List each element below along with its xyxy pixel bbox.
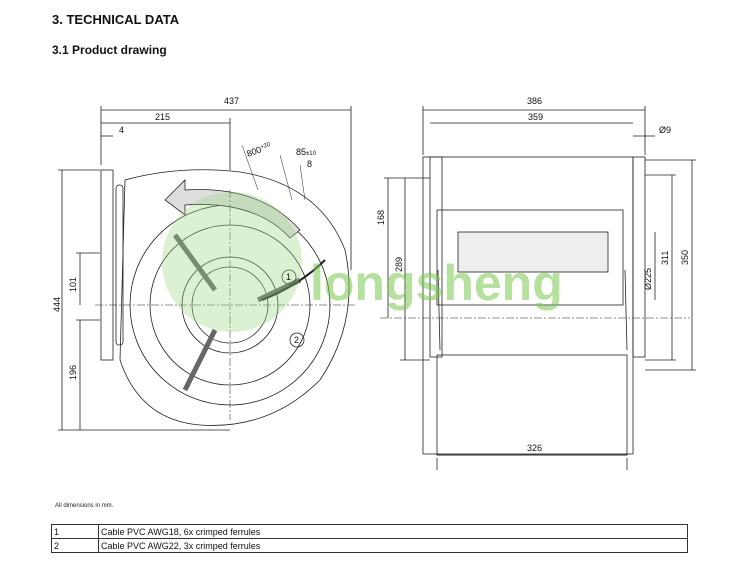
callout-2: 2 [294, 335, 299, 345]
dim-cable-leaders [241, 144, 306, 201]
table-row: 1 Cable PVC AWG18, 6x crimped ferrules [51, 524, 688, 539]
table-row: 2 Cable PVC AWG22, 3x crimped ferrules [51, 538, 688, 553]
dim-386-lines [422, 106, 646, 155]
dim-196-lines [76, 319, 100, 430]
dim-311: 311 [660, 251, 670, 265]
dim-225: Ø225 [643, 268, 653, 290]
dim-85: 85±10 [296, 147, 317, 157]
subsection-heading: 3.1 Product drawing [52, 43, 167, 57]
dim-101: 101 [68, 277, 78, 292]
dim-359: 359 [528, 112, 543, 122]
dim-437: 437 [224, 96, 239, 106]
dim-8: 8 [307, 159, 312, 169]
side-impeller-box [436, 209, 624, 306]
dim-386: 386 [527, 96, 542, 106]
dim-289: 289 [394, 257, 404, 272]
legend-text: Cable PVC AWG18, 6x crimped ferrules [98, 524, 688, 539]
dim-168: 168 [376, 210, 386, 225]
dim-326: 326 [527, 443, 542, 453]
front-scroll-housing [119, 169, 350, 426]
legend-num: 2 [51, 538, 99, 553]
dimension-note: All dimensions in mm. [55, 503, 114, 509]
airflow-arrow [164, 179, 301, 239]
dim-9: Ø9 [659, 125, 671, 135]
callout-2-circle [289, 332, 305, 348]
watermark-leaf-icon [162, 192, 302, 332]
dim-326-lines [436, 454, 628, 470]
front-centerlines [95, 190, 355, 420]
watermark-text: longsheng [310, 255, 563, 311]
side-flange-right [632, 156, 646, 358]
dim-350: 350 [680, 250, 690, 265]
dim-289-lines [400, 178, 430, 361]
front-cable [261, 259, 326, 301]
side-flange-left [429, 156, 443, 358]
callout-1: 1 [286, 272, 291, 282]
dim-196: 196 [68, 365, 78, 380]
front-flange [100, 169, 114, 361]
legend-text: Cable PVC AWG22, 3x crimped ferrules [98, 538, 688, 553]
dim-444-lines [58, 169, 230, 431]
dim-437-lines [100, 106, 352, 270]
dim-311-lines [645, 174, 676, 361]
legend-num: 1 [51, 524, 99, 539]
dim-4: 4 [119, 125, 124, 135]
callout-1-circle [281, 269, 297, 285]
watermark: longsheng [162, 192, 563, 332]
dim-444: 444 [52, 297, 62, 312]
side-inlet-rings [437, 269, 628, 351]
dim-350-lines [645, 159, 696, 371]
side-outlet [436, 354, 628, 456]
dim-101-lines [76, 252, 100, 305]
section-heading: 3. TECHNICAL DATA [52, 12, 180, 27]
dim-215: 215 [155, 112, 170, 122]
cable-legend-table: 1 Cable PVC AWG18, 6x crimped ferrules 2… [51, 524, 688, 553]
dim-800: 800+20 [245, 141, 273, 159]
dim-168-lines [384, 177, 430, 318]
front-slot [115, 184, 124, 346]
dim-215-lines [101, 118, 231, 170]
front-motor-struts [172, 233, 302, 392]
side-motor [457, 231, 609, 273]
